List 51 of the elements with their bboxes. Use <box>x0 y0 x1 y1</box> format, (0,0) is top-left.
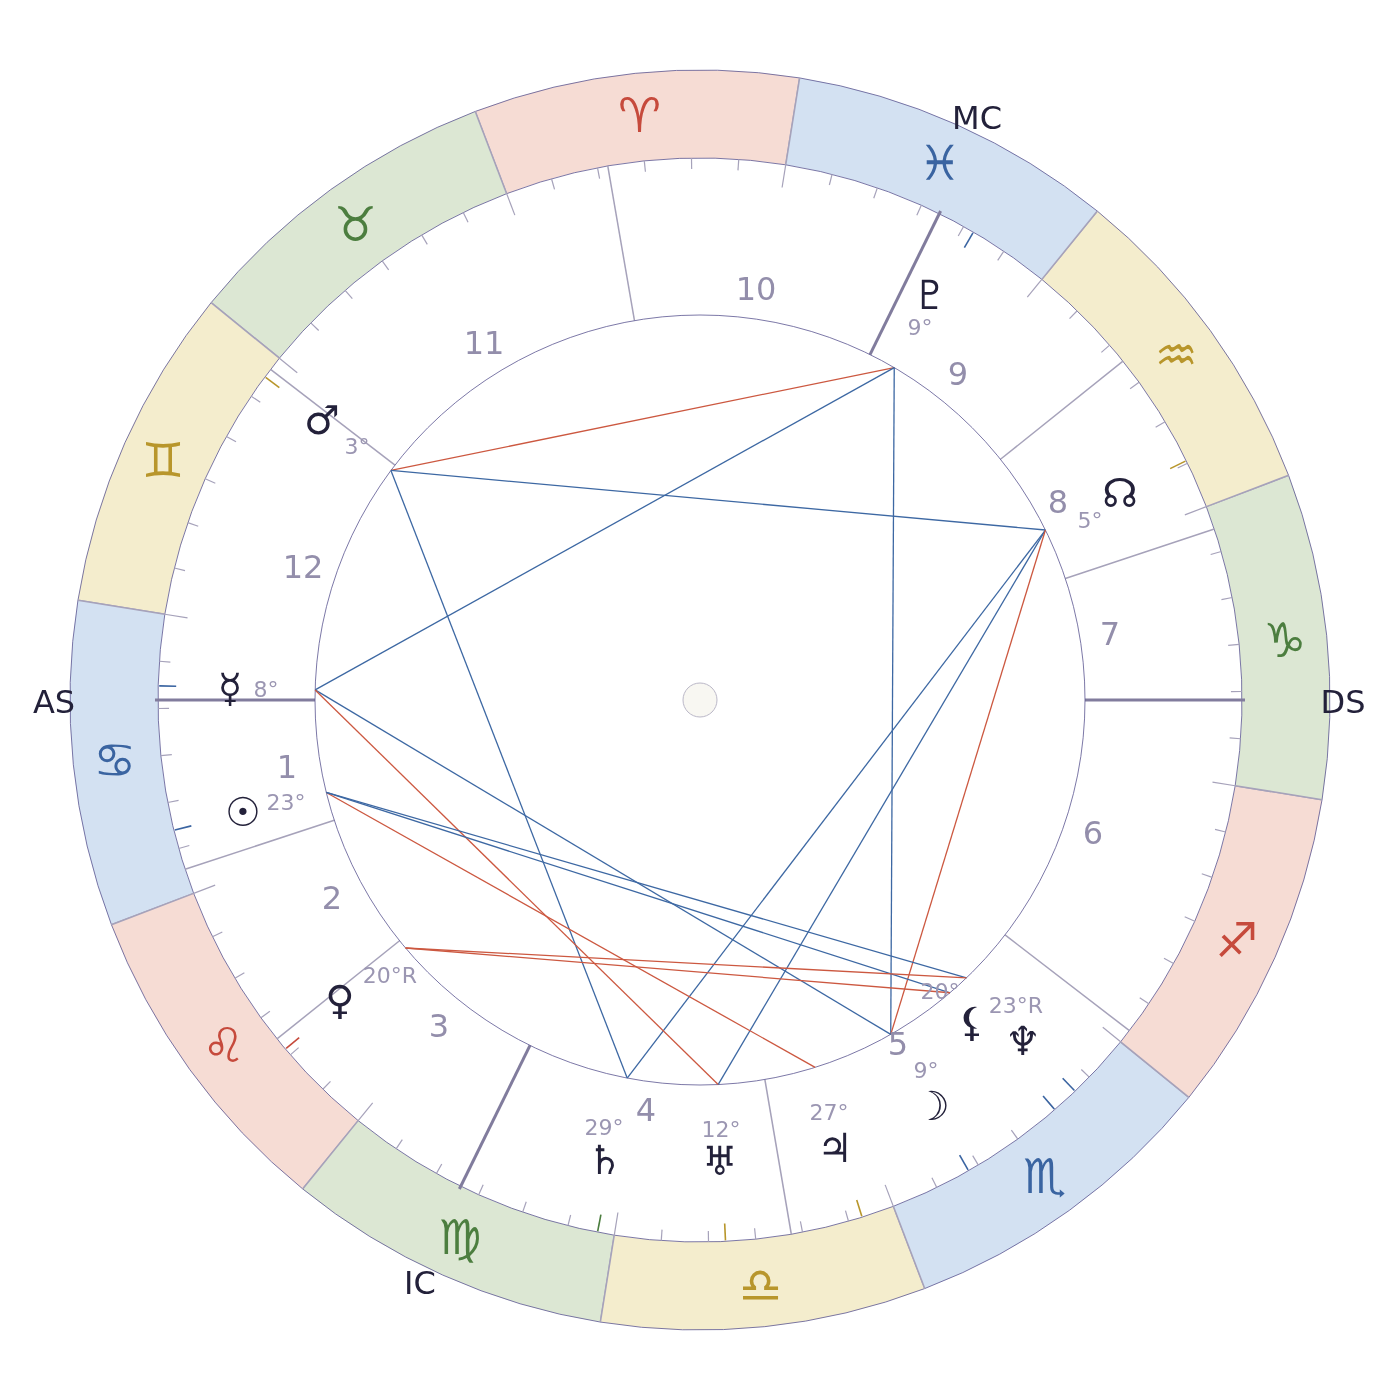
planet-symbol: ♃ <box>817 1128 853 1168</box>
degree-label: 8° <box>253 679 279 701</box>
planet-symbol: ☿ <box>217 668 243 708</box>
planet-symbol: ♇ <box>912 275 948 315</box>
zodiac-sign-symbol: ♏ <box>1023 1152 1067 1201</box>
zodiac-sign-symbol: ♑ <box>1263 615 1307 664</box>
planet-symbol: ☊ <box>1102 473 1138 513</box>
planet-symbol: ♄ <box>587 1140 623 1180</box>
degree-label: 23° <box>266 792 306 814</box>
degree-label: 12° <box>701 1119 741 1141</box>
zodiac-sign-symbol: ♉ <box>333 199 377 248</box>
house-number: 1 <box>276 751 298 783</box>
chart-angle-label: MC <box>952 102 1002 134</box>
house-number: 7 <box>1099 618 1121 650</box>
planet-symbol: ☽ <box>914 1086 950 1126</box>
planet-symbol: ♀ <box>325 980 355 1020</box>
house-number: 6 <box>1082 817 1104 849</box>
house-number: 3 <box>428 1010 450 1042</box>
chart-angle-label: IC <box>404 1267 436 1299</box>
zodiac-sign-symbol: ♐ <box>1215 916 1259 965</box>
zodiac-sign-symbol: ♍ <box>438 1212 482 1261</box>
zodiac-sign-symbol: ♈ <box>618 91 662 140</box>
degree-label: 9° <box>913 1060 939 1082</box>
chart-angle-label: DS <box>1320 686 1366 718</box>
house-number: 8 <box>1047 486 1069 518</box>
zodiac-sign-symbol: ♓ <box>918 139 962 188</box>
degree-label: 23°R <box>988 995 1044 1017</box>
planet-symbol: ☉ <box>225 792 261 832</box>
planet-symbol: ⚸ <box>957 1002 987 1042</box>
zodiac-sign-symbol: ♊ <box>141 435 185 484</box>
house-number: 5 <box>887 1028 909 1060</box>
degree-label: 3° <box>344 436 370 458</box>
house-number: 2 <box>321 882 343 914</box>
zodiac-sign-symbol: ♎ <box>738 1260 782 1309</box>
planet-symbol: ♂ <box>304 400 340 440</box>
degree-label: 20°R <box>362 965 418 987</box>
degree-label: 27° <box>809 1102 849 1124</box>
degree-label: 9° <box>907 317 933 339</box>
house-number: 4 <box>635 1094 657 1126</box>
house-number: 12 <box>282 551 324 583</box>
zodiac-sign-symbol: ♒ <box>1154 331 1198 380</box>
planet-symbol: ♅ <box>702 1141 738 1181</box>
house-number: 10 <box>735 273 777 305</box>
planet-symbol: ♆ <box>1005 1021 1041 1061</box>
house-number: 9 <box>947 358 969 390</box>
zodiac-sign-symbol: ♌ <box>202 1020 246 1069</box>
zodiac-sign-symbol: ♋ <box>93 736 137 785</box>
degree-label: 29° <box>584 1117 624 1139</box>
degree-label: 5° <box>1077 510 1103 532</box>
chart-angle-label: AS <box>32 686 76 718</box>
house-number: 11 <box>463 327 505 359</box>
